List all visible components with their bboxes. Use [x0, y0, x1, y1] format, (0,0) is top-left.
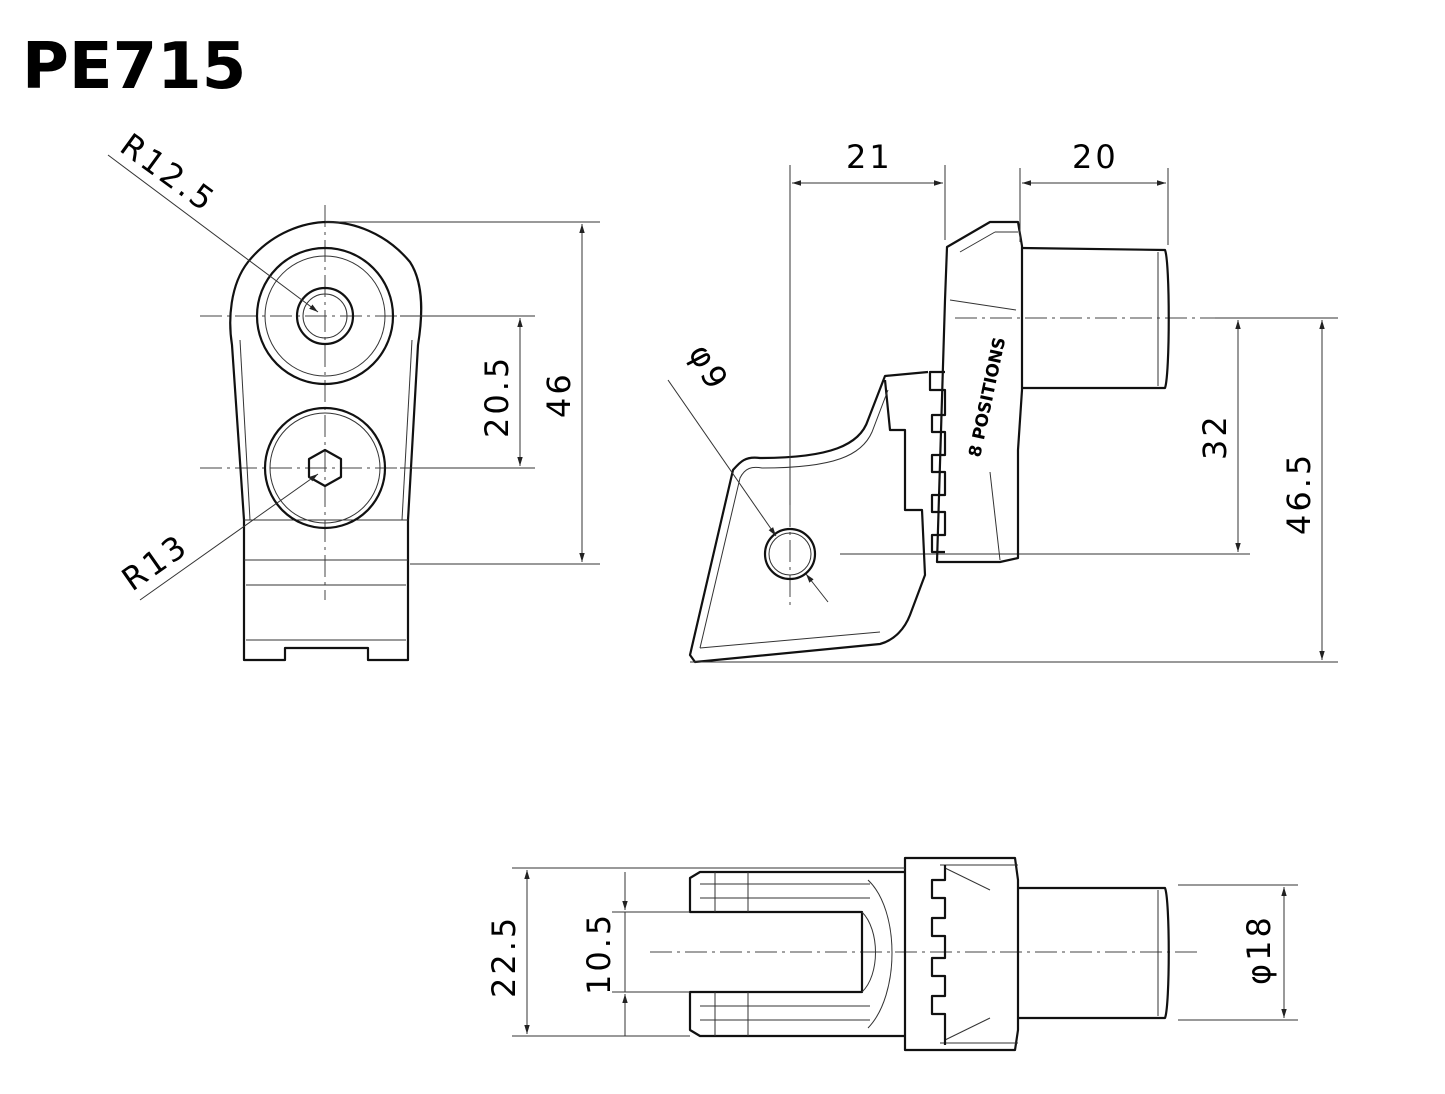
hole-spacing-dimension: 20.5 [478, 355, 516, 438]
shaft-diameter-dimension: φ18 [1240, 914, 1278, 985]
total-height-dimension: 46 [540, 371, 578, 418]
width-left-dimension: 21 [846, 138, 893, 176]
width-total-dimension: 22.5 [485, 915, 523, 998]
height-total-dimension: 46.5 [1280, 452, 1318, 535]
positions-marking: 8 POSITIONS [965, 335, 1010, 459]
hole-diameter-label: φ9 [681, 338, 737, 398]
radius-bottom-label: R13 [115, 526, 196, 598]
radius-top-label: R12.5 [113, 126, 223, 221]
height-inner-dimension: 32 [1196, 413, 1234, 460]
width-right-dimension: 20 [1072, 138, 1119, 176]
slot-width-dimension: 10.5 [580, 912, 618, 995]
front-view: R12.5 R13 20.5 46 [107, 126, 600, 662]
bottom-view: 22.5 10.5 φ18 [485, 856, 1298, 1052]
side-view: 8 POSITIONS φ9 21 20 32 46.5 [667, 138, 1338, 664]
part-number-title: PE715 [22, 30, 246, 104]
